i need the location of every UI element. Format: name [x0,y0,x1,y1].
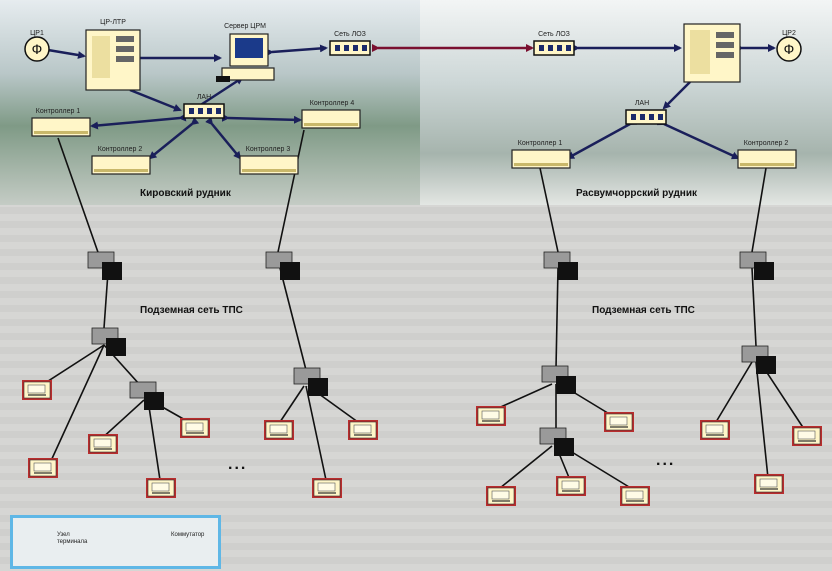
label-circle-right: ЦР2 [782,30,796,37]
circle-symbol-right: Ф [784,41,795,57]
controller-left-2 [91,155,151,175]
switch-l-c [129,381,165,411]
controller-left-1 [31,117,91,137]
legend-item-switch: Коммутатор [171,532,205,538]
ellipsis-right: ... [656,452,676,469]
legend-box: Узел терминала Коммутатор [10,515,221,569]
label-switch-top-left: Сеть ЛОЗ [334,31,366,38]
label-controller-left-3: Контроллер 3 [245,146,291,153]
terminal [263,419,295,441]
switch-l-d [265,251,301,281]
label-controller-left-4: Контроллер 4 [309,100,355,107]
mine-label-left: Кировский рудник [140,188,231,199]
label-server-left: ЦР-ЛТР [100,19,126,26]
controller-right-1 [511,149,571,169]
label-hub-right: ЛАН [634,100,650,107]
ellipsis-left: ... [228,456,248,473]
terminal [27,457,59,479]
terminal [21,379,53,401]
terminal [87,433,119,455]
switch-r-b [541,365,577,395]
controller-left-3 [239,155,299,175]
label-controller-right-2: Контроллер 2 [743,140,789,147]
terminal [603,411,635,433]
hub-right [625,109,667,125]
terminal [619,485,651,507]
hub-left [183,103,225,119]
server-right [683,23,741,83]
switch-r-d [739,251,775,281]
server-left [85,29,141,91]
top-links-left [41,44,328,160]
network-label-right: Подземная сеть ТПС [592,305,695,316]
label-circle-left: ЦР1 [30,30,44,37]
terminal [179,417,211,439]
switch-l-b [91,327,127,357]
legend-item-terminal: Узел терминала [57,532,88,545]
label-controller-left-1: Контроллер 1 [35,108,81,115]
terminal [699,419,731,441]
label-controller-left-2: Контроллер 2 [97,146,143,153]
switch-r-a [543,251,579,281]
mine-label-right: Расвумчоррский рудник [576,188,697,199]
terminal [311,477,343,499]
controller-right-2 [737,149,797,169]
terminal [753,473,785,495]
wan-switch-left [329,40,371,56]
label-hub-left: ЛАН [196,94,212,101]
label-controller-right-1: Контроллер 1 [517,140,563,147]
label-switch-top-right: Сеть ЛОЗ [538,31,570,38]
terminal [555,475,587,497]
terminal [145,477,177,499]
switch-l-a [87,251,123,281]
circle-symbol-left: Ф [32,41,43,57]
photo-background-right [420,0,832,205]
terminal [791,425,823,447]
top-links-right [566,44,776,160]
switch-l-e [293,367,329,397]
workstation [216,33,275,82]
terminal [485,485,517,507]
label-workstation: Сервер ЦРМ [224,23,266,30]
generator-circle-right: Ф [776,36,802,62]
controller-left-4 [301,109,361,129]
generator-circle-left: Ф [24,36,50,62]
terminal [347,419,379,441]
terminal [475,405,507,427]
network-label-left: Подземная сеть ТПС [140,305,243,316]
wan-switch-right [533,40,575,56]
